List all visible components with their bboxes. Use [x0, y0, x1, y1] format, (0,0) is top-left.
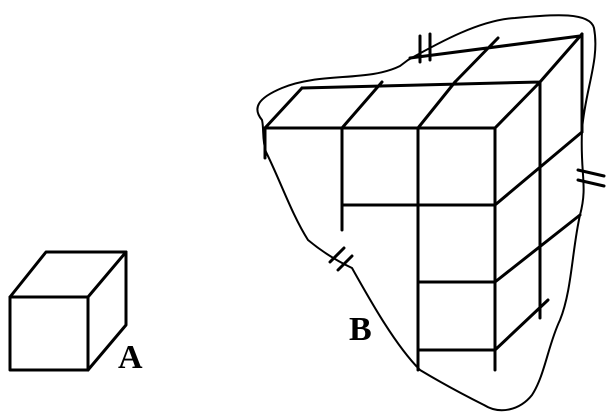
- cube-b-side-grid-diagonals: [493, 130, 584, 352]
- cube-b-top-grid-depth: [300, 32, 584, 90]
- unit-cube-a: [8, 250, 128, 372]
- cube-b-front-grid-horizontals: [263, 126, 497, 352]
- label-a: A: [118, 339, 143, 376]
- cube-a-side-face: [86, 250, 128, 372]
- large-cube-b: [256, 14, 606, 412]
- cube-b-front-grid-verticals: [263, 126, 497, 372]
- label-b: B: [349, 311, 372, 348]
- cube-a-front-face: [8, 295, 90, 372]
- break-mark-top: [418, 32, 432, 64]
- cube-a-top-face: [8, 250, 128, 299]
- cube-b-side-grid-verticals: [538, 32, 584, 320]
- cube-b-top-grid-receding: [263, 80, 542, 130]
- break-mark-left: [328, 246, 354, 272]
- break-mark-right: [576, 168, 606, 188]
